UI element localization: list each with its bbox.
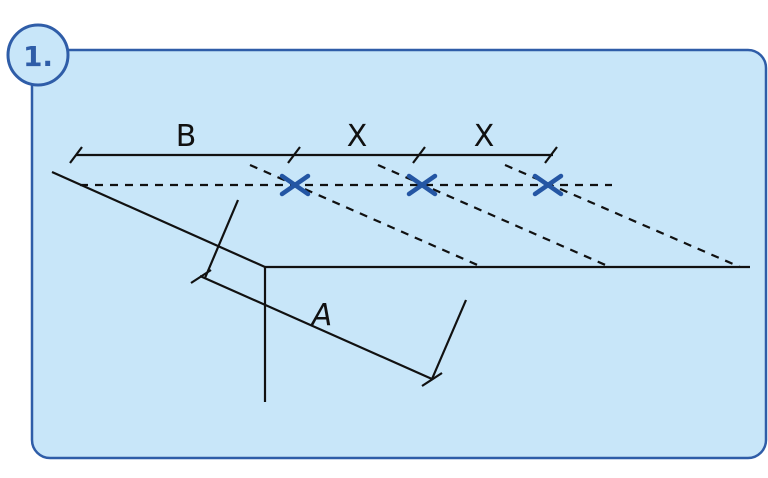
dimension-x-label: X: [347, 119, 368, 154]
extension-line: [430, 299, 468, 380]
dimension-a-line: [199, 274, 433, 381]
panel-background: [30, 48, 768, 460]
dimension-tick: [412, 146, 426, 164]
cross-mark-icon: [532, 173, 564, 197]
dimension-b-label: B: [176, 119, 197, 154]
cross-mark-icon: [279, 173, 311, 197]
sloped-edge-line: [51, 170, 266, 269]
dashed-diagonal-line: [504, 163, 741, 269]
dimension-tick: [421, 372, 443, 387]
dimension-x-label: X: [474, 119, 495, 154]
dashed-diagonal-line: [249, 163, 483, 269]
cross-mark-icon: [406, 173, 438, 197]
extension-line: [203, 199, 240, 279]
step-number: 1.: [23, 40, 53, 73]
dashed-diagonal-line: [377, 163, 611, 269]
dimension-a-label: A: [310, 298, 333, 333]
dimension-tick: [69, 146, 83, 164]
dimension-tick: [287, 146, 301, 164]
dimension-tick: [190, 269, 212, 284]
step-badge: 1.: [6, 23, 70, 87]
dimension-tick: [544, 146, 558, 164]
